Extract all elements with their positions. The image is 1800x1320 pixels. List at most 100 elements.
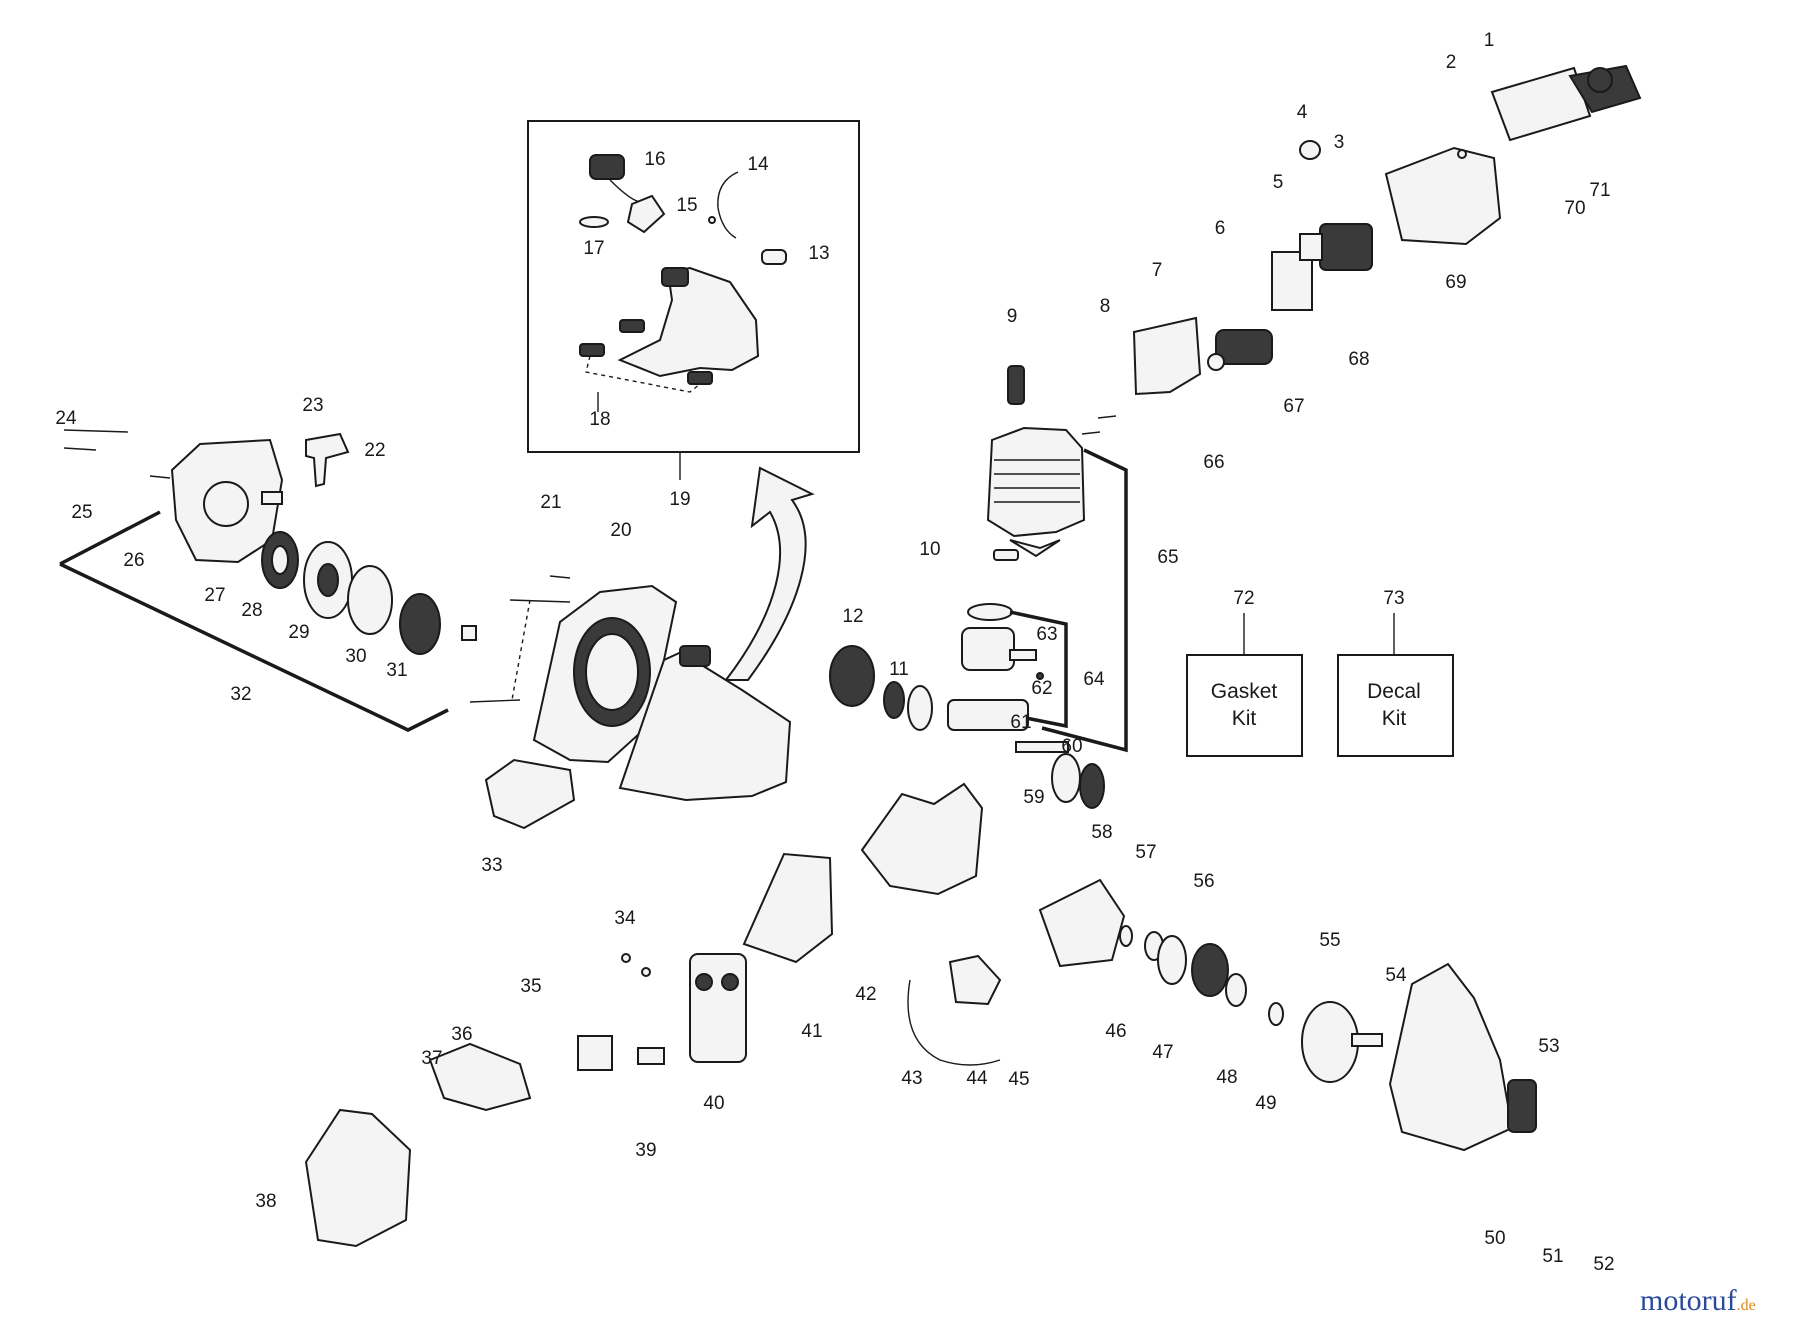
tank-mount-b (619, 319, 645, 333)
callout-71: 71 (1589, 180, 1610, 201)
callout-47: 47 (1152, 1042, 1173, 1063)
callout-28: 28 (241, 600, 262, 621)
callout-58: 58 (1091, 822, 1112, 843)
insulator (1132, 316, 1202, 396)
fuel-tank-inset-box (527, 120, 860, 453)
callout-14: 14 (747, 154, 769, 175)
ball-bearing (1079, 763, 1105, 809)
callout-4: 4 (1297, 102, 1308, 123)
callout-26: 26 (123, 550, 144, 571)
callout-35: 35 (520, 976, 541, 997)
carburetor (1299, 223, 1373, 271)
gasket-kit-line2: Kit (1232, 707, 1257, 730)
fuel-line (717, 171, 739, 239)
spark-arrestor (637, 1047, 665, 1065)
callout-38: 38 (255, 1191, 276, 1212)
callout-73: 73 (1383, 588, 1404, 609)
tank-mount-c (687, 371, 713, 385)
piston-clip (993, 549, 1019, 561)
callout-54: 54 (1385, 965, 1407, 986)
callout-55: 55 (1319, 930, 1340, 951)
callout-46: 46 (1105, 1021, 1126, 1042)
callout-numbers: 1234567891011121314151617181920212223242… (55, 30, 1614, 1275)
callout-6: 6 (1215, 218, 1226, 239)
callout-23: 23 (302, 395, 323, 416)
callout-61: 61 (1010, 712, 1031, 733)
callout-22: 22 (364, 440, 385, 461)
callout-67: 67 (1283, 396, 1304, 417)
fuel-cap (589, 154, 666, 234)
bearing-seal (1051, 753, 1081, 803)
callout-18: 18 (589, 409, 610, 430)
needle-bearing (907, 685, 933, 731)
tank-mount-a (579, 343, 605, 357)
air-filter (1490, 66, 1592, 142)
fuel-cap-gasket (579, 216, 609, 228)
callout-29: 29 (288, 622, 309, 643)
callout-53: 53 (1538, 1036, 1559, 1057)
callout-10: 10 (919, 539, 940, 560)
piston-pin (1009, 649, 1037, 661)
callout-19: 19 (669, 489, 690, 510)
grommet (708, 216, 716, 224)
callout-41: 41 (801, 1021, 822, 1042)
callout-20: 20 (610, 520, 631, 541)
callout-37: 37 (421, 1048, 442, 1069)
clutch-drum (1301, 1001, 1383, 1083)
fuel-tank-inset (617, 266, 760, 378)
clutch-housing (1388, 962, 1514, 1152)
piston-ring (967, 603, 1013, 621)
callout-33: 33 (481, 855, 502, 876)
engine-housing (532, 584, 678, 764)
callout-31: 31 (386, 660, 407, 681)
decal-kit-box (1337, 654, 1454, 757)
callout-72: 72 (1233, 588, 1254, 609)
callout-12: 12 (842, 606, 863, 627)
callout-16: 16 (644, 149, 665, 170)
rear-cover (304, 1108, 412, 1248)
watermark-suffix: .de (1737, 1297, 1756, 1314)
callout-52: 52 (1593, 1254, 1614, 1275)
assembly-arrow (723, 466, 815, 681)
callout-11: 11 (889, 659, 909, 680)
clutch-spring (1225, 973, 1247, 1007)
gasket (1009, 539, 1061, 558)
muffler-cover (428, 1042, 532, 1112)
gasket-kit-box (1186, 654, 1303, 757)
carb-gasket (1271, 251, 1313, 311)
callout-32: 32 (230, 684, 251, 705)
starter-pulley-hub (399, 593, 441, 655)
callout-1: 1 (1484, 30, 1495, 51)
callout-51: 51 (1542, 1246, 1563, 1267)
callout-62: 62 (1031, 678, 1052, 699)
air-filter-base (1384, 146, 1502, 246)
callout-40: 40 (703, 1093, 724, 1114)
o-ring (1207, 353, 1225, 371)
callout-57: 57 (1135, 842, 1156, 863)
fuel-filter (761, 249, 787, 265)
callout-50: 50 (1484, 1228, 1505, 1249)
ignition-coil (948, 954, 1002, 1006)
callout-45: 45 (1008, 1069, 1029, 1090)
callout-60: 60 (1061, 736, 1082, 757)
watermark: motoruf.de (1640, 1284, 1756, 1317)
callout-68: 68 (1348, 349, 1369, 370)
clutch-shoe (1191, 943, 1229, 997)
gasket-kit-line1: Gasket (1211, 680, 1278, 703)
callout-30: 30 (345, 646, 366, 667)
muffler-screw-b (641, 967, 651, 977)
clutch-washer (1157, 935, 1187, 985)
callout-8: 8 (1100, 296, 1111, 317)
callout-9: 9 (1007, 306, 1018, 327)
cylinder (986, 426, 1086, 538)
callout-70: 70 (1564, 198, 1585, 219)
callout-17: 17 (583, 238, 604, 259)
callout-7: 7 (1152, 260, 1163, 281)
piston (961, 627, 1015, 671)
callout-5: 5 (1273, 172, 1284, 193)
intake-manifold (1215, 329, 1273, 365)
callout-15: 15 (676, 195, 697, 216)
callout-69: 69 (1445, 272, 1466, 293)
crankshaft (947, 699, 1069, 753)
